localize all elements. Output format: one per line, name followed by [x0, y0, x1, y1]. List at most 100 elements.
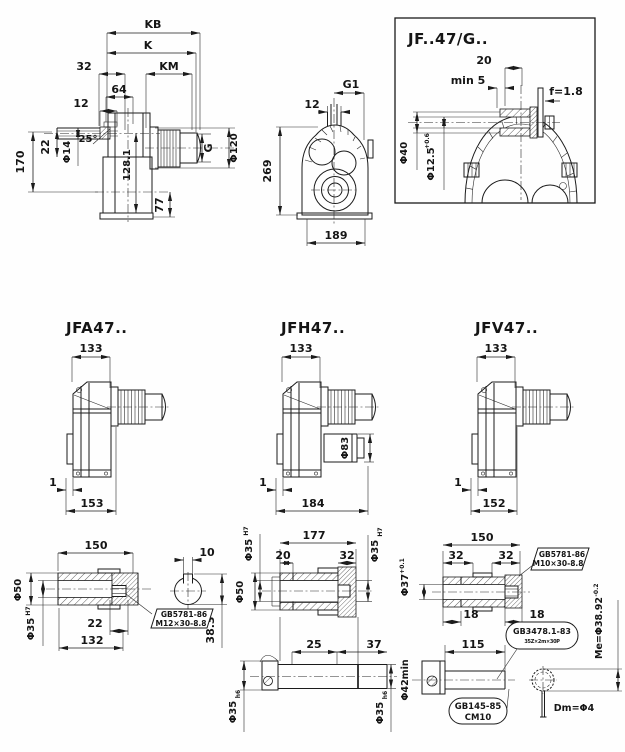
dim-20-mid: 20 — [275, 549, 291, 562]
dim-22: 22 — [39, 139, 52, 154]
side-view: KB K 32 KM 64 12 170 22 Φ14 25° 128.1 77… — [14, 18, 240, 222]
jfa-gearmotor-drawing — [66, 381, 172, 478]
dim-22-hollow: 22 — [87, 617, 102, 630]
dim-phi35h7-right: Φ35 — [370, 540, 381, 562]
dim-150-spline: 150 — [471, 531, 494, 544]
front-view-outline — [296, 98, 374, 226]
dim-kb: KB — [145, 18, 162, 31]
jfh-dim-phi83: Φ83 — [340, 437, 351, 459]
spline-shaft-view: 150 32 32 Φ37 +0.1 18 18 GB5781-86 M10×3… — [399, 531, 622, 725]
dim-phi35-bore-tolerance: H7 — [25, 606, 32, 615]
dim-phi40: Φ40 — [399, 142, 410, 164]
jfa-dim-1: 1 — [49, 476, 57, 489]
front-view-dimensions: G1 12 269 189 — [261, 78, 366, 246]
dim-g: G — [202, 143, 215, 152]
dim-189: 189 — [325, 229, 348, 242]
hollow-shaft-outline — [46, 568, 206, 610]
dim-phi37: Φ37 — [400, 574, 411, 596]
spline-callout-box — [505, 621, 579, 650]
dim-132: 132 — [81, 634, 104, 647]
side-view-outline — [44, 108, 236, 222]
dim-phi42min: Φ42min — [400, 659, 411, 700]
bolt-callout-box — [150, 608, 214, 629]
bolt-callout-right-line1: GB5781-86 — [539, 550, 585, 559]
variant-jfh: JFH47.. 133 Φ83 1 184 — [259, 319, 382, 515]
dim-32-mid: 32 — [339, 549, 354, 562]
jfh-title: JFH47.. — [280, 319, 345, 337]
dim-phi35h7-left-tolerance: H7 — [243, 526, 250, 535]
jfv-dim-152: 152 — [483, 497, 506, 510]
dim-37: 37 — [366, 638, 381, 651]
dim-km: KM — [159, 60, 178, 73]
dim-me: Me=Φ38.92 — [594, 597, 605, 659]
dim-64: 64 — [111, 83, 127, 96]
jfv-gearmotor-drawing — [471, 381, 577, 478]
dim-phi37-tolerance: +0.1 — [399, 558, 406, 574]
dim-170: 170 — [14, 150, 27, 173]
bolt-callout-right-line2: M10×30-8.8 — [532, 559, 583, 568]
dim-12-front: 12 — [304, 98, 319, 111]
jfa-dim-153: 153 — [81, 497, 104, 510]
dim-32-right: 32 — [498, 549, 513, 562]
mid-shaft-dimensions: 177 20 32 Φ50 Φ35 H7 Φ35 H7 — [235, 526, 384, 611]
dim-phi35h6-left: Φ35 — [228, 701, 239, 723]
hollow-shaft-dimensions: 150 Φ50 Φ35 H7 22 132 10 38.3 — [13, 539, 227, 651]
dim-phi12-5-tolerance: +0.6 — [424, 133, 431, 149]
dim-18-left: 18 — [463, 608, 478, 621]
center-callout-line2: CM10 — [465, 713, 492, 723]
dim-phi50-mid: Φ50 — [235, 581, 246, 603]
dim-18-right: 18 — [529, 608, 544, 621]
jfh-output-collar — [323, 433, 365, 463]
hollow-shaft-bolt-callout: GB5781-86 M12×30-8.8 — [125, 593, 214, 629]
spline-end-view: Dm=Φ4 Me=Φ38.92 -0.2 — [529, 583, 622, 718]
dim-phi12-5: Φ12.5 — [426, 147, 437, 180]
spline-callout-line1: GB3478.1-83 — [513, 627, 571, 636]
dim-phi50-hollow: Φ50 — [13, 579, 24, 601]
bolt-callout-line2: M12×30-8.8 — [155, 619, 206, 628]
jfv-dim-133: 133 — [485, 342, 508, 355]
jfh-dim-184: 184 — [302, 497, 325, 510]
dim-dm-phi4: Dm=Φ4 — [554, 703, 595, 714]
jfh-gearmotor-drawing — [276, 381, 382, 478]
jfa-title: JFA47.. — [65, 319, 128, 337]
side-view-dimensions: KB K 32 KM 64 12 170 22 Φ14 25° 128.1 77… — [14, 18, 240, 218]
dim-k: K — [144, 39, 153, 52]
dim-77: 77 — [153, 197, 166, 212]
jfv-dim-1: 1 — [454, 476, 462, 489]
dim-12: 12 — [73, 97, 88, 110]
center-callout-box — [448, 697, 508, 725]
center-hole-callout: GB145-85 CM10 — [448, 688, 510, 725]
hollow-shaft-view: 150 Φ50 Φ35 H7 22 132 10 38.3 GB5781-86 … — [13, 539, 227, 651]
jfa-dim-133: 133 — [80, 342, 103, 355]
inset-title: JF..47/G.. — [407, 30, 488, 48]
spline-callout-line2: 35Z×2m×30P — [524, 639, 560, 645]
bolt-callout-line1: GB5781-86 — [161, 610, 207, 619]
variant-jfv: JFV47.. 133 1 152 — [454, 319, 577, 515]
dim-150-hollow: 150 — [85, 539, 108, 552]
dim-269: 269 — [261, 160, 274, 183]
dim-10-keyway: 10 — [199, 546, 215, 559]
dim-phi35h6-right: Φ35 — [375, 702, 386, 724]
mid-machine-shaft: 25 37 Φ35 h6 Φ35 h6 — [228, 617, 397, 732]
dim-phi35h7-right-tolerance: H7 — [377, 527, 384, 536]
dim-32: 32 — [76, 60, 91, 73]
dim-phi35h7-left: Φ35 — [244, 539, 255, 561]
spline-bolt-callout: GB5781-86 M10×30-8.8 — [518, 547, 590, 577]
inset-detail: JF..47/G.. 20 min 5 f=1 — [394, 17, 596, 204]
dim-phi35-bore: Φ35 — [26, 618, 37, 640]
dim-32-left: 32 — [448, 549, 463, 562]
dim-f18: f=1.8 — [549, 85, 583, 98]
jfv-title: JFV47.. — [474, 319, 538, 337]
variant-jfa: JFA47.. 133 1 153 — [49, 319, 172, 515]
spline-machine-shaft: Φ42min 115 — [400, 638, 515, 701]
dim-25: 25 — [306, 638, 321, 651]
inset-border — [394, 17, 596, 204]
dim-me-tolerance: -0.2 — [593, 583, 600, 596]
mid-shaft-view: 177 20 32 Φ50 Φ35 H7 Φ35 H7 25 37 — [228, 526, 397, 732]
dim-128-1: 128.1 — [122, 149, 133, 181]
dim-phi35h6-left-tolerance: h6 — [235, 690, 242, 698]
inset-dimensions: 20 min 5 f=1.8 Φ40 Φ12.5 +0.6 — [399, 54, 583, 190]
dim-phi35h6-right-tolerance: h6 — [382, 691, 389, 699]
